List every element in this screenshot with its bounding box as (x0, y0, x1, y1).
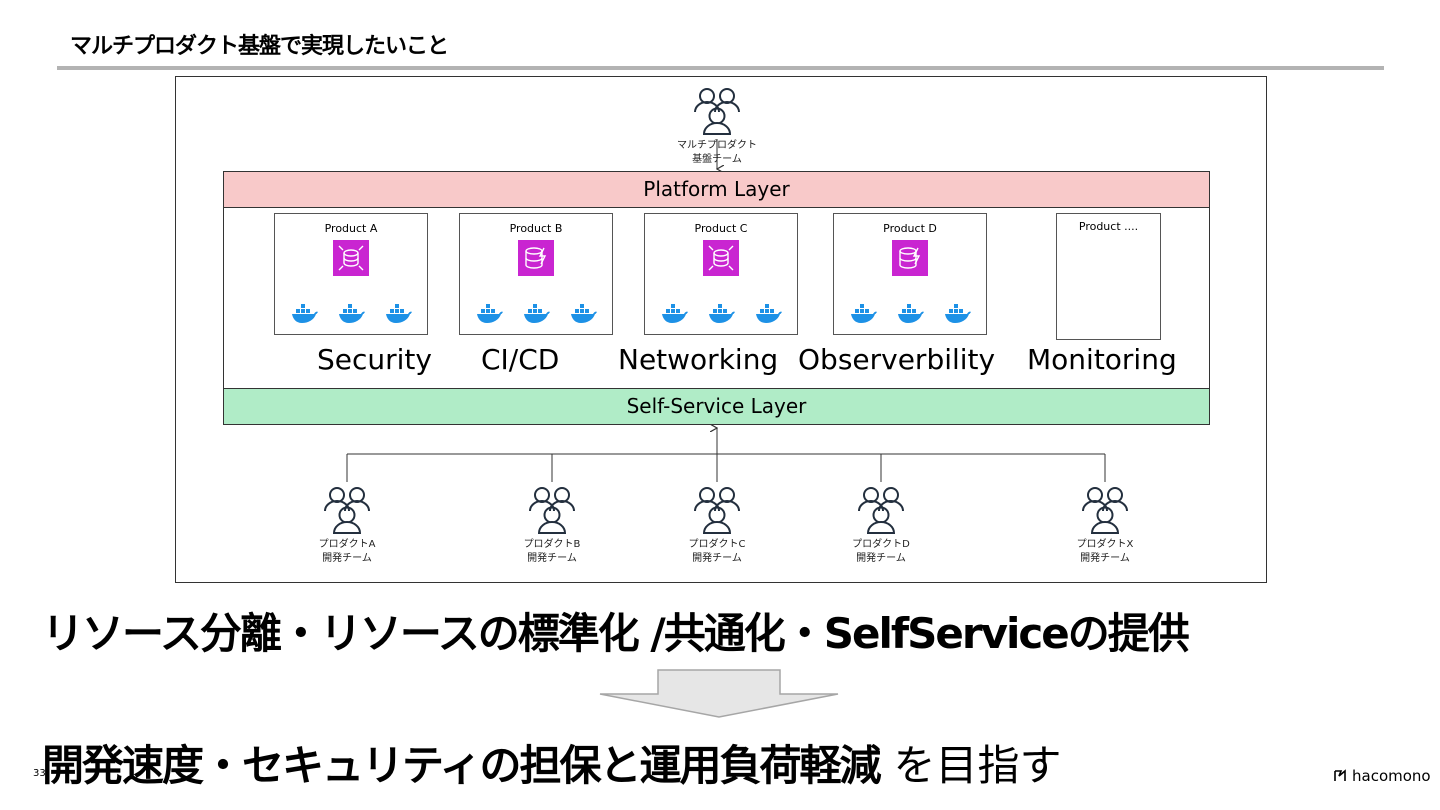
team-label-line1: プロダクトC (688, 539, 746, 550)
dev-team-a: プロダクトA 開発チーム (287, 484, 407, 566)
docker-container-icon (662, 304, 688, 323)
docker-container-icon (851, 304, 877, 323)
title-divider (57, 66, 1384, 70)
product-box-c: Product C (644, 213, 798, 335)
dynamodb-icon (892, 240, 928, 276)
docker-container-icon (292, 304, 318, 323)
page-number: 33 (33, 768, 46, 779)
aurora-database-icon (333, 240, 369, 276)
dynamodb-icon (518, 240, 554, 276)
headline-outcome: 開発速度・セキュリティの担保と運用負荷軽減を目指す (42, 732, 1062, 793)
capability-monitoring: Monitoring (1027, 343, 1177, 376)
team-label-line1: プロダクトB (523, 539, 581, 550)
team-label-line1: プロダクトA (318, 539, 376, 550)
products-area (223, 207, 1210, 388)
product-label: Product D (883, 222, 937, 235)
docker-container-icon (386, 304, 412, 323)
container-group (291, 304, 413, 324)
capability-cicd: CI/CD (481, 343, 560, 376)
docker-container-icon (571, 304, 597, 323)
container-group (661, 304, 783, 324)
down-arrow-icon (599, 669, 839, 718)
container-group (476, 304, 598, 324)
product-box-more: Product .... (1056, 213, 1161, 340)
dev-team-c: プロダクトC 開発チーム (657, 484, 777, 566)
architecture-diagram: マルチプロダクト 基盤チーム Platform Layer Product A … (175, 76, 1267, 583)
product-label: Product .... (1078, 220, 1139, 233)
team-label-line2: 開発チーム (322, 553, 372, 564)
product-box-d: Product D (833, 213, 987, 335)
docker-container-icon (898, 304, 924, 323)
docker-container-icon (709, 304, 735, 323)
capability-networking: Networking (618, 343, 779, 376)
company-logo: hacomono (1333, 767, 1431, 785)
team-label-line2: 基盤チーム (692, 154, 742, 165)
headline-goal: リソース分離・リソースの標準化 /共通化・SelfServiceの提供 (42, 609, 1190, 658)
hacomono-logo-icon (1334, 769, 1346, 781)
team-label-line1: マルチプロダクト (677, 140, 757, 151)
product-label: Product A (324, 222, 378, 235)
product-box-b: Product B (459, 213, 613, 335)
capability-observability: Observerbility (798, 343, 996, 376)
team-label-line1: プロダクトD (852, 539, 910, 550)
product-box-a: Product A (274, 213, 428, 335)
docker-container-icon (945, 304, 971, 323)
slide-title: マルチプロダクト基盤で実現したいこと (70, 34, 449, 59)
aurora-database-icon (703, 240, 739, 276)
dev-team-x: プロダクトX 開発チーム (1045, 484, 1165, 566)
team-label-line2: 開発チーム (856, 553, 906, 564)
team-label-line2: 開発チーム (692, 553, 742, 564)
connector-lines (346, 139, 1106, 482)
team-icon (858, 487, 904, 534)
product-label: Product C (694, 222, 748, 235)
team-icon (694, 88, 740, 135)
capability-security: Security (317, 343, 432, 376)
container-group (850, 304, 972, 324)
team-icon (694, 487, 740, 534)
platform-team: マルチプロダクト 基盤チーム (657, 85, 777, 167)
docker-container-icon (756, 304, 782, 323)
team-label-line2: 開発チーム (1080, 553, 1130, 564)
headline-outcome-bold: 開発速度・セキュリティの担保と運用負荷軽減 (42, 741, 881, 790)
team-icon (324, 487, 370, 534)
docker-container-icon (524, 304, 550, 323)
team-icon (529, 487, 575, 534)
dev-team-b: プロダクトB 開発チーム (492, 484, 612, 566)
docker-container-icon (477, 304, 503, 323)
docker-container-icon (339, 304, 365, 323)
team-label-line2: 開発チーム (527, 553, 577, 564)
dev-team-d: プロダクトD 開発チーム (821, 484, 941, 566)
team-icon (1082, 487, 1128, 534)
team-label-line1: プロダクトX (1076, 539, 1134, 550)
platform-layer: Platform Layer (223, 171, 1210, 208)
product-label: Product B (509, 222, 563, 235)
logo-text: hacomono (1352, 767, 1431, 785)
headline-outcome-suffix: を目指す (893, 741, 1062, 790)
self-service-layer: Self-Service Layer (223, 388, 1210, 425)
